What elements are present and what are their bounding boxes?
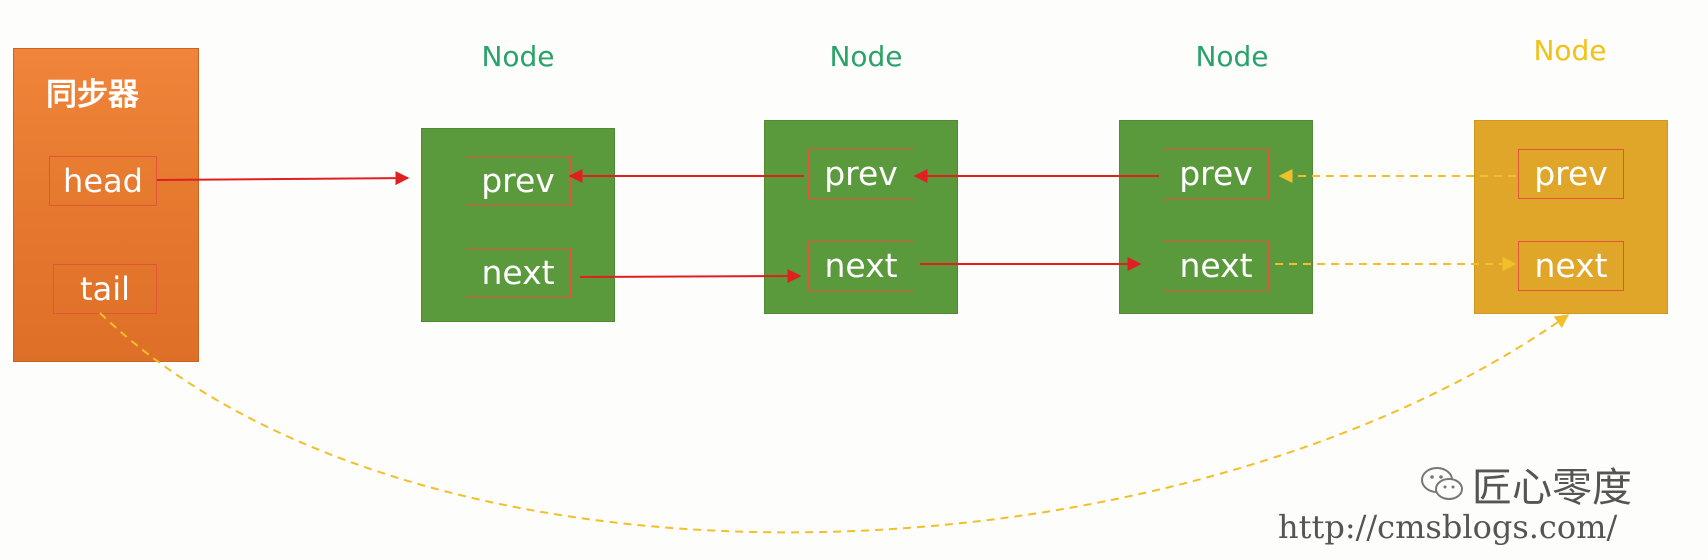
tail-field: tail bbox=[53, 264, 157, 314]
node-1-prev-field: prev bbox=[465, 156, 571, 206]
node1-next-arrow bbox=[579, 269, 802, 284]
node-4-label: Node bbox=[1533, 34, 1607, 67]
watermark-brand: 匠心零度 bbox=[1418, 455, 1632, 513]
head-to-node1-arrow bbox=[156, 171, 410, 186]
node-4-next-field: next bbox=[1518, 241, 1624, 291]
node-3-label: Node bbox=[1195, 40, 1269, 73]
node-1: prev next bbox=[421, 128, 615, 322]
synchronizer-box: 同步器 head tail bbox=[13, 48, 199, 362]
node-2-label: Node bbox=[829, 40, 903, 73]
node-4-prev-field: prev bbox=[1518, 149, 1624, 199]
node-1-label: Node bbox=[481, 40, 555, 73]
node-3-next-field: next bbox=[1163, 241, 1269, 291]
node-3: prev next bbox=[1119, 120, 1313, 314]
node-4: prev next bbox=[1474, 120, 1668, 314]
synchronizer-title: 同步器 bbox=[46, 77, 139, 113]
node-3-prev-field: prev bbox=[1163, 149, 1269, 199]
wechat-icon bbox=[1421, 467, 1463, 500]
node-2-prev-field: prev bbox=[808, 149, 914, 199]
node-2: prev next bbox=[764, 120, 958, 314]
watermark-url: http://cmsblogs.com/ bbox=[1278, 508, 1618, 546]
watermark-brand-text: 匠心零度 bbox=[1472, 465, 1632, 511]
head-field: head bbox=[49, 156, 157, 206]
node-1-next-field: next bbox=[465, 248, 571, 298]
tail-to-node4-arrow bbox=[99, 312, 1570, 534]
node-2-next-field: next bbox=[808, 241, 914, 291]
